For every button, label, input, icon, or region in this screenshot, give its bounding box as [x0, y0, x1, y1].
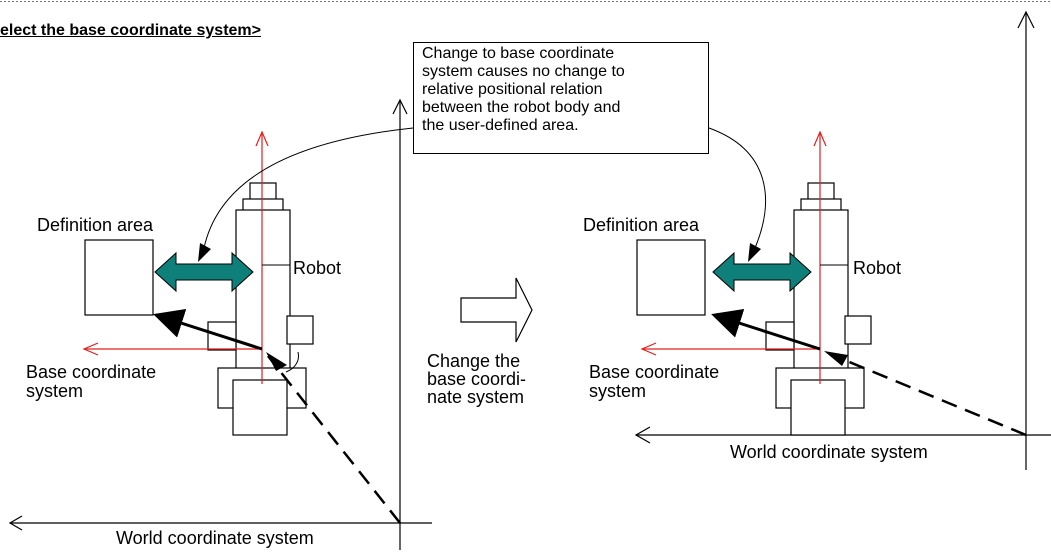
- left-world-to-base-dashed: [267, 355, 401, 524]
- left-callout-arrowhead: [198, 243, 211, 262]
- note-line: Change to base coordinate: [422, 45, 615, 62]
- note-line: system causes no change to: [422, 63, 625, 80]
- note-line: between the robot body and: [422, 99, 621, 116]
- right-dashed-arrowhead: [824, 351, 848, 366]
- left-dashed-arrowhead: [266, 352, 287, 371]
- left-robot-label: Robot: [293, 258, 342, 278]
- left-world-coordinate-label: World coordinate system: [116, 528, 314, 548]
- right-definition-area-box: [636, 239, 706, 316]
- center-change-label: Change the base coordi- nate system: [427, 352, 526, 406]
- right-teal-double-arrow: [712, 251, 812, 293]
- left-callout-curve: [203, 127, 414, 249]
- left-offset-vector: [153, 308, 263, 351]
- left-robot: [207, 182, 314, 436]
- right-robot-label: Robot: [853, 258, 902, 278]
- right-robot: [765, 182, 872, 436]
- center-transition-arrow: [460, 277, 533, 343]
- right-world-to-base-dashed: [829, 352, 1027, 437]
- center-line: base coordi-: [427, 369, 527, 389]
- center-line: nate system: [427, 387, 525, 407]
- right-definition-area-label: Definition area: [583, 215, 700, 235]
- right-world-coordinate-label: World coordinate system: [730, 442, 928, 462]
- right-callout-curve: [708, 127, 766, 249]
- left-base-leader: [285, 351, 299, 373]
- right-offset-vector: [711, 308, 821, 351]
- left-base-coordinate-label-line1: Base coordinate: [26, 362, 157, 382]
- left-world-axes: [8, 98, 432, 550]
- center-line: Change the: [427, 351, 521, 371]
- left-base-coordinate-label-line2: system: [26, 381, 84, 401]
- left-definition-area-box: [84, 239, 154, 316]
- right-base-coordinate-label-line2: system: [589, 381, 647, 401]
- note-box: Change to base coordinate system causes …: [413, 42, 709, 154]
- right-callout-arrowhead: [748, 243, 761, 262]
- left-base-axes: [82, 130, 269, 384]
- left-teal-double-arrow: [154, 251, 254, 293]
- left-definition-area-label: Definition area: [37, 215, 154, 235]
- right-base-axes: [640, 130, 827, 384]
- note-line: relative positional relation: [422, 81, 603, 98]
- page-title: elect the base coordinate system>: [0, 22, 261, 39]
- note-line: the user-defined area.: [422, 117, 579, 134]
- right-base-coordinate-label-line1: Base coordinate: [589, 362, 720, 382]
